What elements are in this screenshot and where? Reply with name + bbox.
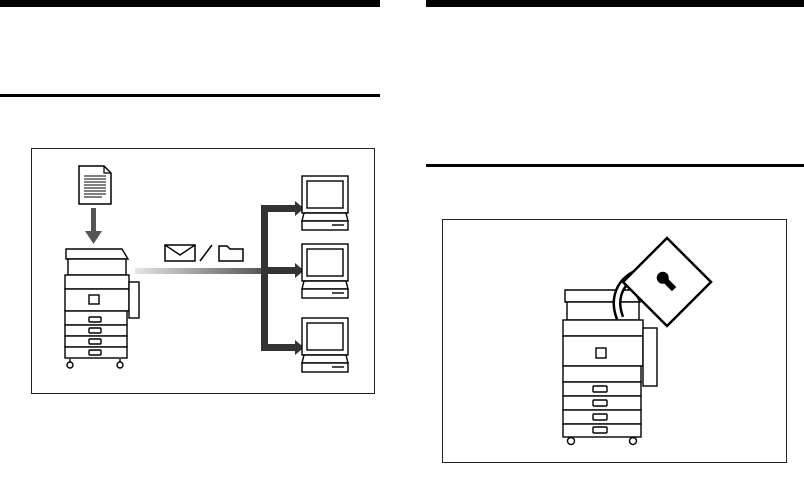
right-section-rule (426, 164, 804, 167)
copier-icon (563, 290, 657, 445)
computer-icon (302, 176, 348, 230)
distribution-arrows (261, 201, 304, 355)
envelope-icon (165, 245, 195, 261)
security-figure (442, 219, 787, 463)
right-top-rule (426, 0, 804, 7)
computer-icon (302, 244, 348, 298)
folder-icon (219, 246, 243, 261)
security-diagram (443, 220, 786, 462)
document-icon (79, 166, 111, 204)
arrow-down-icon (85, 208, 102, 244)
left-top-rule (0, 0, 380, 7)
slash-separator (200, 245, 212, 261)
copier-icon (65, 249, 139, 368)
send-path-line (135, 268, 263, 274)
scan-delivery-diagram (32, 149, 374, 393)
scan-delivery-figure (31, 148, 375, 394)
computer-icon (302, 318, 348, 372)
left-section-rule (0, 94, 380, 97)
